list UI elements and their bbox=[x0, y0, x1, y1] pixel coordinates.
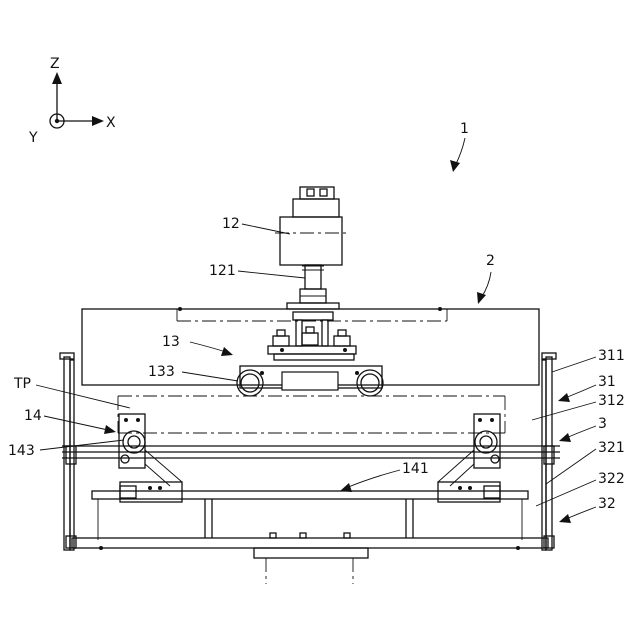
member-133 bbox=[237, 366, 383, 396]
axis-indicator: Z X Y bbox=[28, 56, 116, 146]
unit-13 bbox=[268, 312, 356, 360]
head-unit bbox=[275, 187, 347, 309]
label-31: 31 bbox=[598, 374, 616, 390]
label-3: 3 bbox=[598, 416, 607, 432]
label-12: 12 bbox=[222, 216, 240, 232]
label-322: 322 bbox=[598, 471, 625, 487]
base-plate bbox=[72, 533, 548, 584]
label-133: 133 bbox=[148, 364, 175, 380]
label-32: 32 bbox=[598, 496, 616, 512]
label-141: 141 bbox=[402, 461, 429, 477]
axis-z-label: Z bbox=[50, 56, 60, 72]
callout-311: 311 bbox=[552, 348, 625, 372]
axis-y-label: Y bbox=[28, 130, 38, 146]
label-14: 14 bbox=[24, 408, 42, 424]
label-tp: TP bbox=[13, 376, 31, 392]
callout-2: 2 bbox=[477, 253, 495, 304]
label-143: 143 bbox=[8, 443, 35, 459]
label-311: 311 bbox=[598, 348, 625, 364]
callout-tp: TP bbox=[13, 376, 130, 408]
callout-1: 1 bbox=[450, 121, 469, 172]
label-321: 321 bbox=[598, 440, 625, 456]
rail-141 bbox=[92, 491, 528, 540]
axis-x-label: X bbox=[106, 115, 116, 131]
callout-3: 3 bbox=[559, 416, 607, 442]
callout-141: 141 bbox=[340, 461, 429, 492]
callout-133: 133 bbox=[148, 364, 238, 381]
callout-13: 13 bbox=[162, 334, 233, 356]
label-121: 121 bbox=[209, 263, 236, 279]
label-1: 1 bbox=[460, 121, 469, 137]
callout-32: 32 bbox=[559, 496, 616, 523]
target-area-tp bbox=[118, 396, 505, 433]
label-2: 2 bbox=[486, 253, 495, 269]
label-13: 13 bbox=[162, 334, 180, 350]
label-312: 312 bbox=[598, 393, 625, 409]
